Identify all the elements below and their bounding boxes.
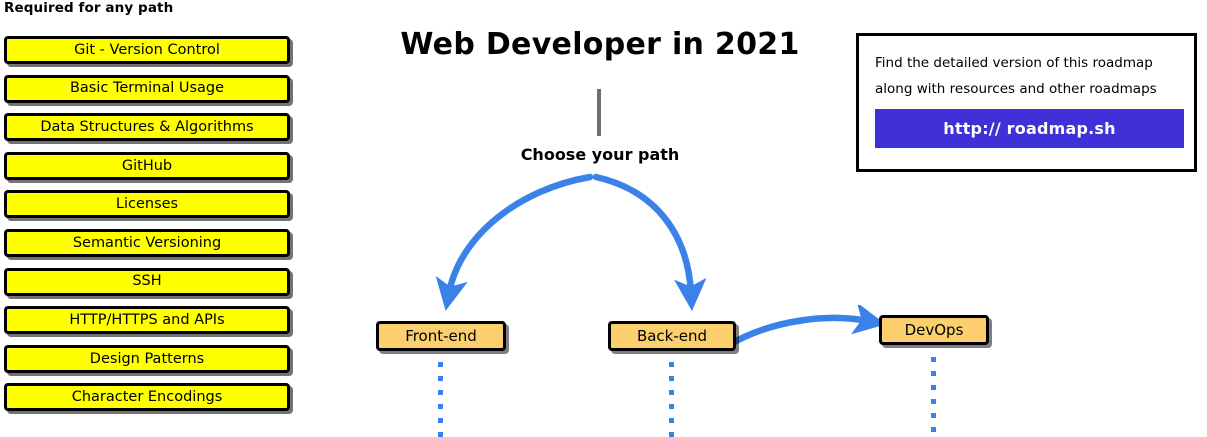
fork-arrow-right — [592, 173, 707, 312]
required-item-http-https-and-apis[interactable]: HTTP/HTTPS and APIs — [4, 306, 290, 335]
required-item-github[interactable]: GitHub — [4, 151, 290, 180]
required-item-label: Design Patterns — [89, 350, 205, 367]
fork-arrows — [435, 173, 707, 312]
required-item-ssh[interactable]: SSH — [4, 267, 290, 296]
info-card-line-1: Find the detailed version of this roadma… — [875, 55, 1153, 71]
required-item-label: SSH — [132, 273, 162, 290]
required-item-label: GitHub — [121, 157, 173, 174]
path-node-front-end[interactable]: Front-end — [376, 321, 506, 351]
required-item-label: Basic Terminal Usage — [69, 80, 225, 97]
roadmap-link-button[interactable]: http:// roadmap.sh — [875, 109, 1184, 148]
back-end-dotted-trail — [669, 362, 674, 437]
required-item-label: Data Structures & Algorithms — [40, 118, 254, 135]
devops-dotted-trail — [931, 357, 936, 436]
choose-your-path-label: Choose your path — [520, 145, 680, 164]
path-node-label: Back-end — [636, 326, 708, 345]
required-item-git[interactable]: Git - Version Control — [4, 36, 290, 64]
path-node-back-end[interactable]: Back-end — [608, 321, 736, 351]
required-item-label: Git - Version Control — [74, 41, 220, 58]
fork-arrow-left — [435, 173, 594, 311]
required-item-label: HTTP/HTTPS and APIs — [69, 311, 225, 328]
required-item-basic-terminal-usage[interactable]: Basic Terminal Usage — [4, 74, 290, 103]
required-item-label: Character Encodings — [71, 389, 223, 406]
path-node-devops[interactable]: DevOps — [879, 315, 989, 345]
title-stem-line — [597, 89, 601, 136]
info-card: Find the detailed version of this roadma… — [856, 33, 1197, 172]
required-section-heading: Required for any path — [4, 0, 174, 16]
required-item-label: Licenses — [115, 196, 179, 213]
required-items-list: Git - Version Control Basic Terminal Usa… — [4, 36, 292, 422]
info-card-line-2: along with resources and other roadmaps — [875, 81, 1157, 97]
required-item-data-structures-algorithms[interactable]: Data Structures & Algorithms — [4, 113, 290, 142]
required-panel: Required for any path Git - Version Cont… — [0, 0, 300, 436]
required-item-semantic-versioning[interactable]: Semantic Versioning — [4, 228, 290, 257]
path-node-label: Front-end — [405, 326, 477, 345]
required-item-licenses[interactable]: Licenses — [4, 190, 290, 219]
backend-to-devops-arrow — [725, 305, 886, 349]
path-node-label: DevOps — [904, 320, 964, 339]
required-item-character-encodings[interactable]: Character Encodings — [4, 383, 290, 412]
required-item-design-patterns[interactable]: Design Patterns — [4, 344, 290, 373]
page-title: Web Developer in 2021 — [400, 27, 800, 62]
required-item-label: Semantic Versioning — [72, 234, 222, 251]
front-end-dotted-trail — [438, 362, 443, 437]
